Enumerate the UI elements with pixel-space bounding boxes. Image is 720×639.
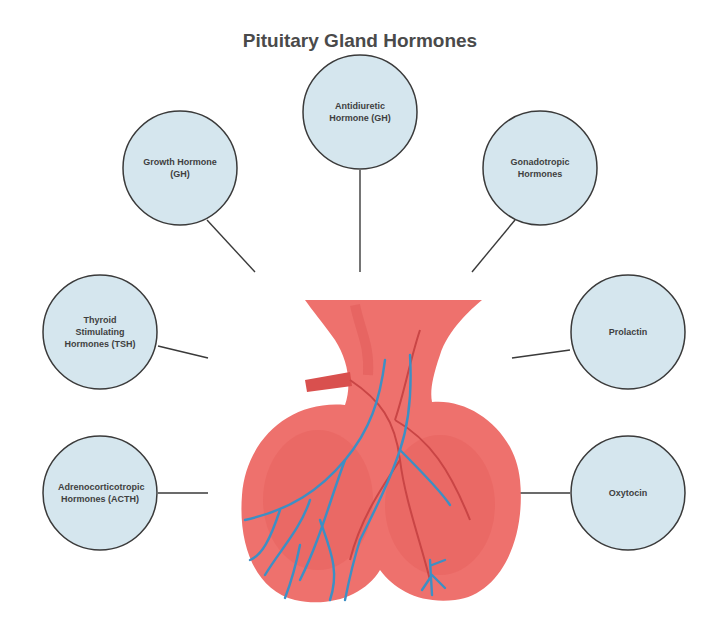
hormone-circle: Oxytocin	[570, 435, 686, 551]
hormone-label: Antidiuretic Hormone (GH)	[318, 100, 402, 124]
hormone-circle: Growth Hormone (GH)	[122, 110, 238, 226]
circle-outline	[122, 110, 238, 226]
hormone-circle: Prolactin	[570, 274, 686, 390]
hormone-label: Prolactin	[586, 326, 670, 338]
hormone-label: Growth Hormone (GH)	[138, 156, 222, 180]
hormone-circle: Adrenocorticotropic Hormones (ACTH)	[42, 435, 158, 551]
hormone-label: Adrenocorticotropic Hormones (ACTH)	[58, 481, 142, 505]
circle-outline	[482, 110, 598, 226]
hormone-circle: Thyroid Stimulating Hormones (TSH)	[42, 274, 158, 390]
hormone-circle: Antidiuretic Hormone (GH)	[302, 54, 418, 170]
hormone-label: Gonadotropic Hormones	[498, 156, 582, 180]
circle-outline	[42, 435, 158, 551]
hormone-label: Thyroid Stimulating Hormones (TSH)	[58, 314, 142, 350]
circle-outline	[302, 54, 418, 170]
hormone-circle: Gonadotropic Hormones	[482, 110, 598, 226]
hormone-label: Oxytocin	[586, 487, 670, 499]
diagram-title: Pituitary Gland Hormones	[0, 30, 720, 52]
